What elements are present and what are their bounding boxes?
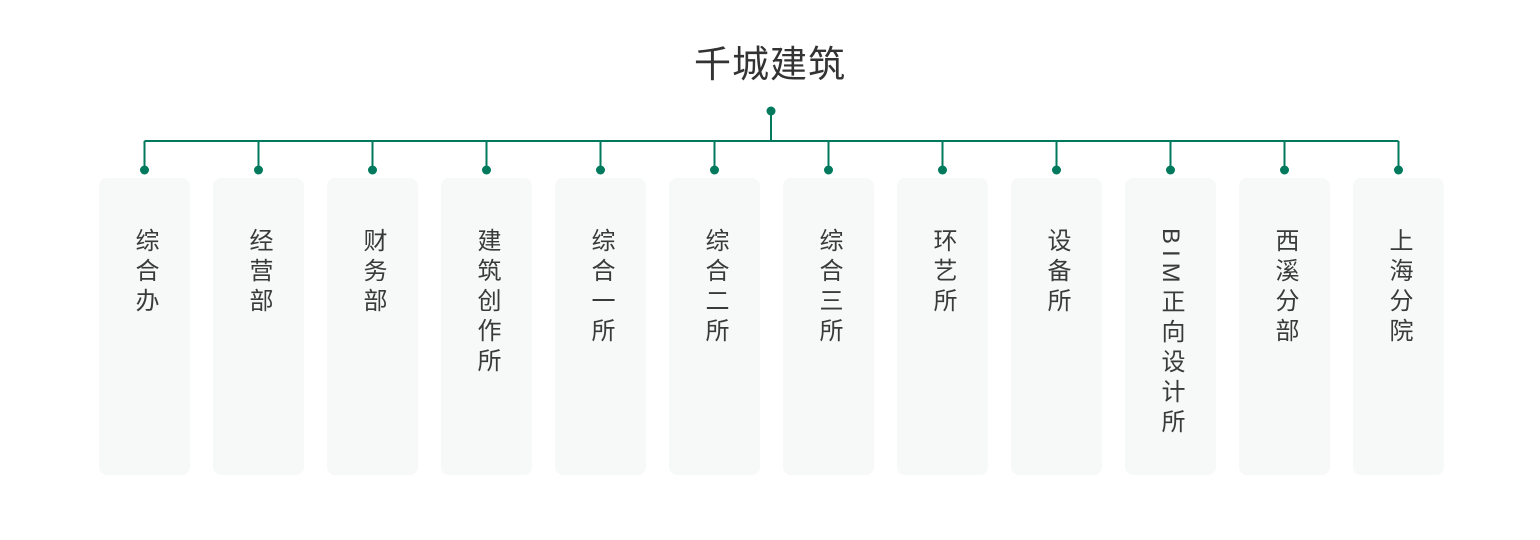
node-dot [368, 165, 377, 175]
node-dot [1166, 165, 1175, 175]
node-card-label-text: 西溪分部 [1271, 228, 1298, 348]
node-card-label: 设备所 [1011, 228, 1102, 318]
node-card-label-text: BIM正向设计所 [1157, 228, 1184, 439]
node-card-label-text: 经营部 [245, 228, 272, 318]
node-dot [1394, 165, 1403, 175]
node-card[interactable]: 综合三所 [783, 178, 874, 475]
node-card-label-text: 综合二所 [701, 228, 728, 348]
node-card-label: 综合二所 [669, 228, 760, 348]
node-card[interactable]: 设备所 [1011, 178, 1102, 475]
node-card-label: 综合三所 [783, 228, 874, 348]
node-card-label-text: 环艺所 [929, 228, 956, 318]
node-dot [140, 165, 149, 175]
root-node-dot [766, 106, 776, 116]
node-card-label: 财务部 [327, 228, 418, 318]
node-dot [938, 165, 947, 175]
node-card-label: 经营部 [213, 228, 304, 318]
node-card-label-text: 建筑创作所 [473, 228, 500, 378]
node-dot [254, 165, 263, 175]
node-card[interactable]: 上海分院 [1353, 178, 1444, 475]
node-card[interactable]: 综合二所 [669, 178, 760, 475]
node-card-label-text: 上海分院 [1385, 228, 1412, 348]
root-node-title: 千城建筑 [694, 44, 846, 85]
node-card[interactable]: 经营部 [213, 178, 304, 475]
node-card[interactable]: 综合办 [99, 178, 190, 475]
node-card[interactable]: BIM正向设计所 [1125, 178, 1216, 475]
node-card[interactable]: 建筑创作所 [441, 178, 532, 475]
node-card[interactable]: 环艺所 [897, 178, 988, 475]
node-card-label-text: 财务部 [359, 228, 386, 318]
node-card-label: 西溪分部 [1239, 228, 1330, 348]
node-card[interactable]: 综合一所 [555, 178, 646, 475]
node-dot [1280, 165, 1289, 175]
node-dot [824, 165, 833, 175]
node-card-row: 综合办 经营部 财务部 建筑创作所 综合一所 综合二所 综合三所 环艺所 设备所 BIM正向设计所… [99, 178, 1444, 475]
node-dot [596, 165, 605, 175]
node-card-label: 上海分院 [1353, 228, 1444, 348]
node-card-label: BIM正向设计所 [1125, 228, 1216, 439]
node-dot [482, 165, 491, 175]
node-card-label-text: 综合三所 [815, 228, 842, 348]
node-card[interactable]: 西溪分部 [1239, 178, 1330, 475]
node-card-label-text: 综合办 [131, 228, 158, 318]
node-card-label-text: 综合一所 [587, 228, 614, 348]
node-card-label: 建筑创作所 [441, 228, 532, 378]
node-card[interactable]: 财务部 [327, 178, 418, 475]
node-card-label-text: 设备所 [1043, 228, 1070, 318]
node-dot [1052, 165, 1061, 175]
node-card-label: 综合办 [99, 228, 190, 318]
node-card-label: 综合一所 [555, 228, 646, 348]
node-card-label: 环艺所 [897, 228, 988, 318]
node-dot [710, 165, 719, 175]
